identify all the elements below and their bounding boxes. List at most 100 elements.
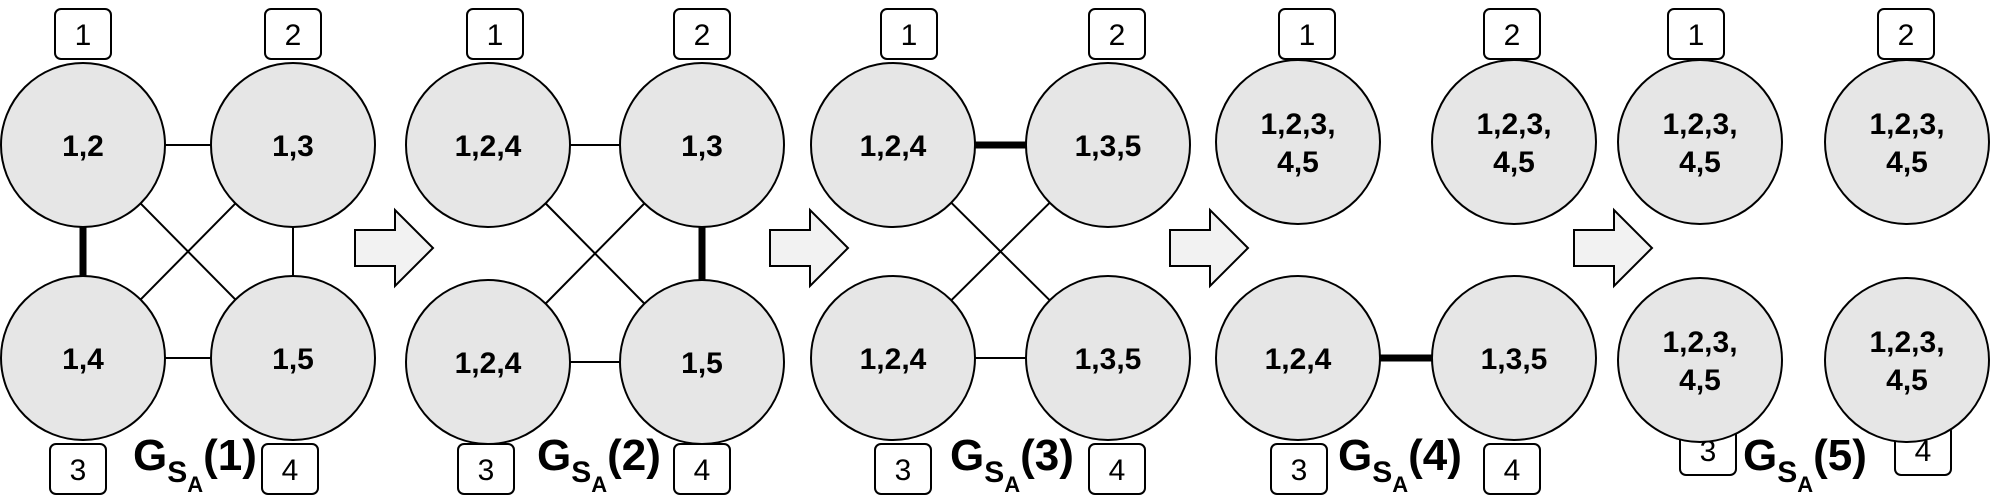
panel-label-sub1: S	[571, 456, 591, 489]
node-tag-label: 2	[1504, 19, 1521, 52]
node-tag-label: 4	[694, 454, 711, 487]
node-tag-box	[1483, 8, 1541, 60]
graph-node	[1824, 59, 1990, 225]
graph-node-label: 1,4	[62, 343, 104, 376]
graph-node-label: 1,3,5	[1481, 343, 1548, 376]
node-tag-label: 3	[478, 454, 495, 487]
panel-label-main: G	[537, 431, 571, 480]
right-arrow-icon	[1169, 207, 1250, 289]
edge	[544, 202, 646, 305]
graph-node	[1215, 59, 1381, 225]
graph-node-label: 1,2	[62, 130, 104, 163]
node-tag-label: 2	[694, 19, 711, 52]
panel-label-index: (5)	[1813, 431, 1867, 480]
graph-node-label: 1,3	[272, 130, 314, 163]
node-tag-label: 1	[487, 19, 504, 52]
graph-node-label: 1,3,5	[1075, 343, 1142, 376]
graph-node-label: 1,2,3,	[1662, 326, 1737, 359]
graph-node	[210, 62, 376, 228]
graph-node	[405, 279, 571, 445]
node-tag-label: 3	[1291, 454, 1308, 487]
graph-node	[1617, 59, 1783, 225]
panel-label-sub2: A	[187, 472, 203, 496]
panel-label-sub1: S	[1777, 456, 1797, 489]
panel-label: GSA(3)	[950, 431, 1074, 496]
node-tag-label: 4	[282, 454, 299, 487]
node-tag-label: 1	[1688, 19, 1705, 52]
graph-node-label: 1,2,3,	[1869, 326, 1944, 359]
graph-node-label: 1,2,4	[860, 130, 927, 163]
graph-node-label: 1,5	[681, 347, 723, 380]
graph-node	[1215, 275, 1381, 441]
graph-node-label: 1,2,3,	[1869, 108, 1944, 141]
graph-node	[810, 62, 976, 228]
node-tag-box	[1088, 8, 1146, 60]
node-tag-label: 4	[1915, 435, 1932, 468]
graph-node-label: 1,2,4	[455, 347, 522, 380]
right-arrow-icon	[354, 207, 435, 289]
node-tag-box	[466, 8, 524, 60]
panel-label-index: (1)	[203, 431, 257, 480]
graph-node-label: 1,2,3,	[1476, 108, 1551, 141]
panel-label-sub1: S	[984, 456, 1004, 489]
panel-label: GSA(1)	[133, 431, 257, 496]
panel-label-sub2: A	[1392, 472, 1408, 496]
node-tag-label: 1	[1299, 19, 1316, 52]
panel-label: GSA(5)	[1743, 431, 1867, 496]
node-tag-box	[880, 8, 938, 60]
graph-node	[0, 62, 166, 228]
node-tag-label: 2	[1898, 19, 1915, 52]
node-tag-label: 2	[285, 19, 302, 52]
graph-node-label: 1,5	[272, 343, 314, 376]
node-tag-label: 4	[1109, 454, 1126, 487]
panel-label: GSA(2)	[537, 431, 661, 496]
panel-label-index: (4)	[1408, 431, 1462, 480]
node-tag-box	[1088, 443, 1146, 495]
graph-node-label: 1,3,5	[1075, 130, 1142, 163]
panel-label-sub1: S	[167, 456, 187, 489]
node-tag-box	[1483, 443, 1541, 495]
node-tag-box	[1667, 8, 1725, 60]
graph-node-label: 4,5	[1886, 146, 1928, 179]
graph-node-label: 1,2,3,	[1260, 108, 1335, 141]
panel-label-main: G	[1743, 431, 1777, 480]
node-tag-box	[49, 443, 107, 495]
node-tag-box	[261, 443, 319, 495]
node-tag-label: 3	[70, 454, 87, 487]
graph-node-label: 1,3	[681, 130, 723, 163]
graph-node-label: 4,5	[1886, 364, 1928, 397]
panel-label-sub1: S	[1372, 456, 1392, 489]
edge	[950, 202, 1051, 301]
panel-label-sub2: A	[1004, 472, 1020, 496]
node-tag-label: 2	[1109, 19, 1126, 52]
graph-node-label: 1,2,4	[1265, 343, 1332, 376]
right-arrow-icon	[1573, 207, 1654, 289]
graph-node-label: 4,5	[1679, 146, 1721, 179]
node-tag-box	[673, 8, 731, 60]
graph-node	[1431, 59, 1597, 225]
panel-label-main: G	[133, 431, 167, 480]
graph-node-label: 1,2,3,	[1662, 108, 1737, 141]
panel-label-index: (3)	[1020, 431, 1074, 480]
node-tag-box	[1877, 8, 1935, 60]
graph-node-label: 4,5	[1277, 146, 1319, 179]
panel-label-main: G	[1338, 431, 1372, 480]
node-tag-box	[874, 443, 932, 495]
graph-node	[1617, 277, 1783, 443]
graph-node	[0, 275, 166, 441]
node-tag-label: 3	[1700, 435, 1717, 468]
node-tag-label: 1	[901, 19, 918, 52]
graph-node	[1025, 62, 1191, 228]
panel-label-sub2: A	[591, 472, 607, 496]
panel-label-main: G	[950, 431, 984, 480]
node-tag-label: 3	[895, 454, 912, 487]
graph-node-label: 4,5	[1493, 146, 1535, 179]
graph-node-label: 1,2,4	[455, 130, 522, 163]
graph-node	[1824, 277, 1990, 443]
node-tag-box	[264, 8, 322, 60]
